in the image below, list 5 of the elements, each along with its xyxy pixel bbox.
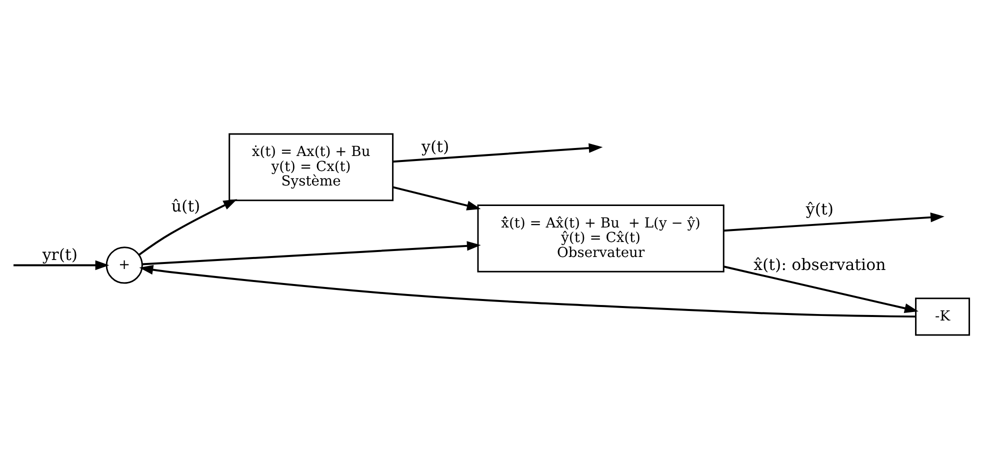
- edge-label: û(t): [171, 196, 200, 216]
- edge-label: ŷ(t): [806, 198, 834, 218]
- edge-label: x̂(t): observation: [754, 254, 886, 274]
- edge-label: yr(t): [42, 244, 78, 264]
- edge-label: y(t): [422, 136, 450, 156]
